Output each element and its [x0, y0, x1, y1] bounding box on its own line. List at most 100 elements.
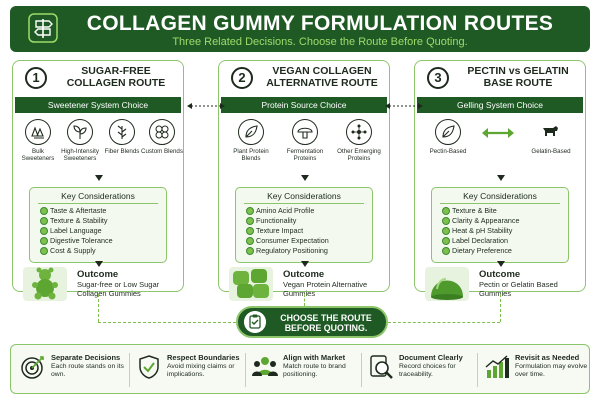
- header-banner: COLLAGEN GUMMY FORMULATION ROUTES Three …: [10, 6, 590, 52]
- route-number: 3: [427, 67, 449, 89]
- key-considerations-box: Key Considerations Taste & Aftertaste Te…: [29, 187, 167, 263]
- signpost-icon: [28, 13, 58, 43]
- principle-title: Align with Market: [283, 353, 346, 362]
- route-card-2: 2 VEGAN COLLAGEN ALTERNATIVE ROUTE Prote…: [218, 60, 390, 301]
- key-considerations-box: Key Considerations Texture & Bite Clarit…: [431, 187, 569, 263]
- callout-line-2: BEFORE QUOTING.: [284, 323, 368, 333]
- route-title: SUGAR-FREE COLLAGEN ROUTE: [66, 65, 166, 89]
- arrow-down-icon: [497, 261, 505, 267]
- shield-check-icon: [139, 355, 159, 379]
- double-arrow-connector-icon: [187, 103, 225, 109]
- option-pectin-based: Pectin-Based: [427, 119, 469, 155]
- route-section-bar: Sweetener System Choice: [15, 97, 181, 113]
- option-fermentation-proteins: Fermentation Proteins: [281, 119, 329, 162]
- route-title: PECTIN vs GELATIN BASE ROUTE: [467, 65, 569, 89]
- key-considerations-box: Key Considerations Amino Acid Profile Fu…: [235, 187, 373, 263]
- molecule-icon: [351, 124, 367, 140]
- list-item: Amino Acid Profile: [246, 206, 372, 216]
- principle-description: Formulation may evolve over time.: [515, 363, 588, 378]
- route-header: 1 SUGAR-FREE COLLAGEN ROUTE: [13, 61, 183, 97]
- outcome-description: Vegan Protein Alternative Gummies: [283, 280, 368, 298]
- list-item: Regulatory Positioning: [246, 246, 372, 256]
- clipboard-check-icon: [244, 311, 266, 333]
- list-item: Texture Impact: [246, 226, 372, 236]
- option-row: Bulk Sweeteners High-Intensity Sweetener…: [13, 119, 183, 179]
- leaf-icon: [245, 125, 258, 138]
- principle-separate-decisions: Separate Decisions Each route stands on …: [15, 349, 129, 391]
- list-item: Functionality: [246, 216, 372, 226]
- double-arrow-icon: [482, 128, 514, 138]
- option-gelatin-based: Gelatin-Based: [525, 119, 577, 155]
- considerations-list: Texture & Bite Clarity & Appearance Heat…: [442, 206, 568, 256]
- principle-description: Avoid mixing claims or implications.: [167, 363, 235, 378]
- option-other-emerging-proteins: Other Emerging Proteins: [333, 119, 385, 162]
- route-header: 3 PECTIN vs GELATIN BASE ROUTE: [415, 61, 585, 97]
- arrow-down-icon: [95, 261, 103, 267]
- principles-footer: Separate Decisions Each route stands on …: [10, 344, 590, 394]
- list-item: Label Language: [40, 226, 166, 236]
- list-item: Heat & pH Stability: [442, 226, 568, 236]
- leaf-sprout-icon: [73, 125, 87, 139]
- principle-document-clearly: Document Clearly Record choices for trac…: [363, 349, 477, 391]
- gummy-bear-icon: [23, 267, 67, 301]
- option-plant-protein-blends: Plant Protein Blends: [227, 119, 275, 162]
- double-arrow-connector-icon: [385, 103, 423, 109]
- principle-respect-boundaries: Respect Boundaries Avoid mixing claims o…: [131, 349, 245, 391]
- target-icon: [21, 356, 44, 379]
- route-section-bar: Gelling System Choice: [417, 97, 583, 113]
- key-considerations-title: Key Considerations: [463, 191, 537, 201]
- principle-revisit-as-needed: Revisit as Needed Formulation may evolve…: [479, 349, 593, 391]
- list-item: Cost & Supply: [40, 246, 166, 256]
- key-considerations-title: Key Considerations: [61, 191, 135, 201]
- dotted-connector: [98, 322, 236, 323]
- arrow-down-icon: [301, 261, 309, 267]
- principle-title: Revisit as Needed: [515, 353, 580, 362]
- page-subtitle: Three Related Decisions. Choose the Rout…: [172, 36, 468, 48]
- route-number: 2: [231, 67, 253, 89]
- plant-icon: [117, 125, 127, 139]
- principle-description: Each route stands on its own.: [51, 363, 124, 378]
- list-item: Texture & Bite: [442, 206, 568, 216]
- people-icon: [252, 357, 278, 376]
- arrow-down-icon: [301, 175, 309, 183]
- arrow-down-icon: [497, 175, 505, 183]
- leaf-icon: [442, 125, 455, 138]
- clover-icon: [155, 125, 169, 139]
- cow-icon: [543, 126, 558, 136]
- route-title: VEGAN COLLAGEN ALTERNATIVE ROUTE: [266, 65, 378, 89]
- principle-align-with-market: Align with Market Match route to brand p…: [247, 349, 361, 391]
- dotted-connector: [98, 294, 99, 322]
- dotted-connector: [500, 294, 501, 322]
- list-item: Digestive Tolerance: [40, 236, 166, 246]
- arrow-down-icon: [95, 175, 103, 183]
- considerations-list: Amino Acid Profile Functionality Texture…: [246, 206, 372, 256]
- dotted-connector: [388, 322, 500, 323]
- considerations-list: Taste & Aftertaste Texture & Stability L…: [40, 206, 166, 256]
- option-high-intensity-sweeteners: High-Intensity Sweeteners: [59, 119, 101, 162]
- crystals-icon: [31, 126, 44, 139]
- list-item: Taste & Aftertaste: [40, 206, 166, 216]
- route-number: 1: [25, 67, 47, 89]
- route-header: 2 VEGAN COLLAGEN ALTERNATIVE ROUTE: [219, 61, 389, 97]
- option-bulk-sweeteners: Bulk Sweeteners: [17, 119, 59, 162]
- dotted-connector: [304, 294, 305, 306]
- list-item: Consumer Expectation: [246, 236, 372, 246]
- route-section-bar: Protein Source Choice: [221, 97, 387, 113]
- option-row: Plant Protein Blends Fermentation Protei…: [219, 119, 389, 179]
- outcome-title: Outcome: [479, 269, 521, 280]
- gummy-cubes-icon: [229, 267, 273, 301]
- principle-title: Respect Boundaries: [167, 353, 240, 362]
- choose-route-callout: CHOOSE THE ROUTE BEFORE QUOTING.: [236, 306, 388, 338]
- route-card-3: 3 PECTIN vs GELATIN BASE ROUTE Gelling S…: [414, 60, 586, 301]
- list-item: Label Declaration: [442, 236, 568, 246]
- list-item: Clarity & Appearance: [442, 216, 568, 226]
- option-fiber-blends: Fiber Blends: [101, 119, 143, 155]
- principle-title: Separate Decisions: [51, 353, 121, 362]
- bar-chart-icon: [485, 355, 509, 378]
- list-item: Texture & Stability: [40, 216, 166, 226]
- list-item: Dietary Preference: [442, 246, 568, 256]
- outcome-description: Sugar-free or Low Sugar Collagen Gummies: [77, 280, 160, 298]
- principle-description: Match route to brand positioning.: [283, 363, 346, 378]
- page-title: COLLAGEN GUMMY FORMULATION ROUTES: [86, 12, 554, 35]
- option-row: Pectin-Based Gelatin-Based: [415, 119, 585, 179]
